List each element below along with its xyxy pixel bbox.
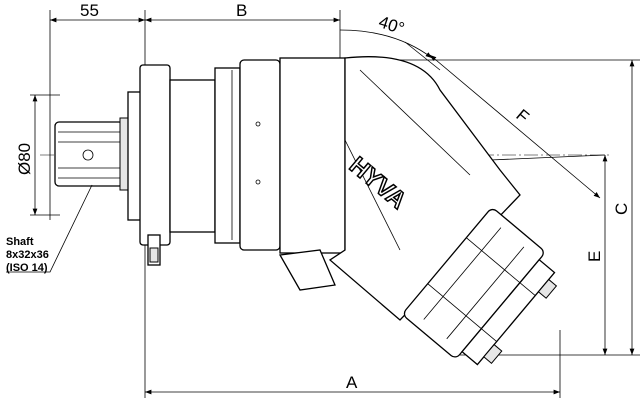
dim-a: A xyxy=(346,373,358,392)
pump-head xyxy=(403,208,558,366)
shaft-label-line2: 8x32x36 xyxy=(6,249,49,261)
dim-diameter: Ø80 xyxy=(15,143,34,175)
shaft xyxy=(54,117,129,191)
dim-55: 55 xyxy=(80,1,99,20)
shaft-label-line3: (ISO 14) xyxy=(6,262,48,274)
dim-f: F xyxy=(512,106,532,127)
dimension-lines xyxy=(32,17,635,395)
shaft-label-line1: Shaft xyxy=(6,236,34,248)
dim-e: E xyxy=(585,251,604,262)
shaft-leader xyxy=(6,184,93,273)
dim-c: C xyxy=(612,203,631,215)
pump-body xyxy=(127,56,521,321)
dim-b: B xyxy=(236,1,247,20)
